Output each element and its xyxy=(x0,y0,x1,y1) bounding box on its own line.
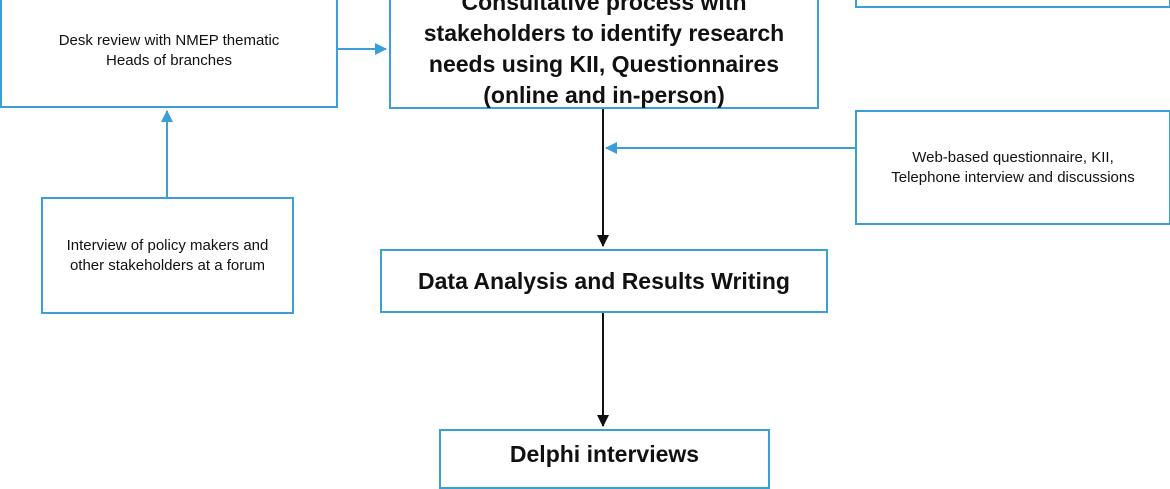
consultative-process-label: Consultative process with stakeholders t… xyxy=(423,0,785,108)
web-based-questionnaire-box: Web-based questionnaire, KII, Telephone … xyxy=(855,110,1170,225)
delphi-interviews-label: Delphi interviews xyxy=(509,441,700,467)
top-right-box xyxy=(855,0,1170,8)
consultative-process-box: Consultative process with stakeholders t… xyxy=(389,0,819,109)
data-analysis-box: Data Analysis and Results Writing xyxy=(380,249,828,313)
interview-forum-box: Interview of policy makers and other sta… xyxy=(41,197,294,314)
desk-review-box: Desk review with NMEP thematic Heads of … xyxy=(0,0,338,108)
interview-forum-label: Interview of policy makers and other sta… xyxy=(66,236,269,274)
desk-review-label: Desk review with NMEP thematic Heads of … xyxy=(58,32,280,69)
connector-layer xyxy=(161,43,855,427)
web-based-questionnaire-label: Web-based questionnaire, KII, Telephone … xyxy=(891,148,1135,186)
delphi-interviews-box: Delphi interviews xyxy=(439,429,770,489)
data-analysis-label: Data Analysis and Results Writing xyxy=(418,267,790,294)
